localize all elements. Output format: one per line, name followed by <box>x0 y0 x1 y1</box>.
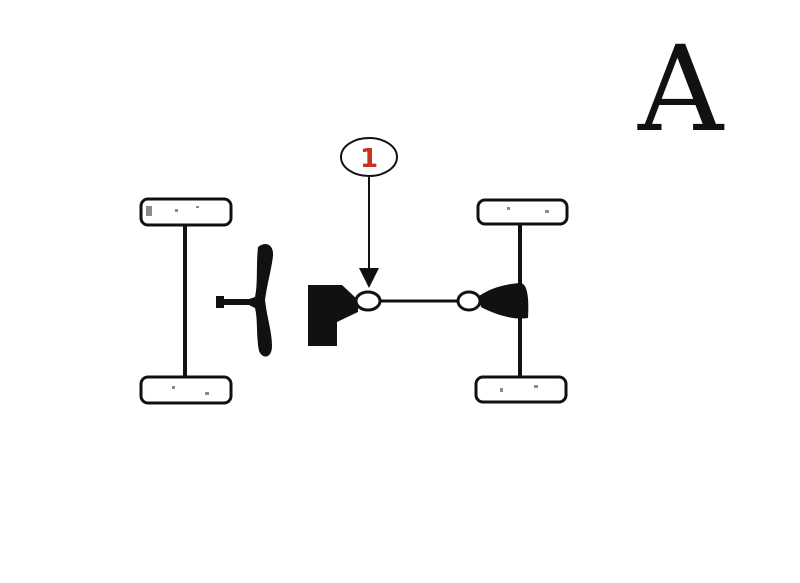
front-universal-joint <box>354 290 382 312</box>
diagram-label: A <box>638 20 724 158</box>
front-left-wheel <box>139 197 233 227</box>
rear-universal-joint <box>456 290 482 312</box>
front-right-wheel <box>139 375 233 405</box>
callout-arrowhead <box>359 268 379 288</box>
engine-crank <box>216 244 274 357</box>
callout-number: 1 <box>360 144 378 174</box>
callout: 1 <box>340 137 398 288</box>
differential <box>479 283 529 319</box>
gearbox <box>308 285 358 346</box>
tyre-texture <box>146 206 549 395</box>
flywheel-shape <box>249 244 274 357</box>
rear-left-wheel <box>476 198 569 226</box>
rear-right-wheel <box>474 375 568 404</box>
